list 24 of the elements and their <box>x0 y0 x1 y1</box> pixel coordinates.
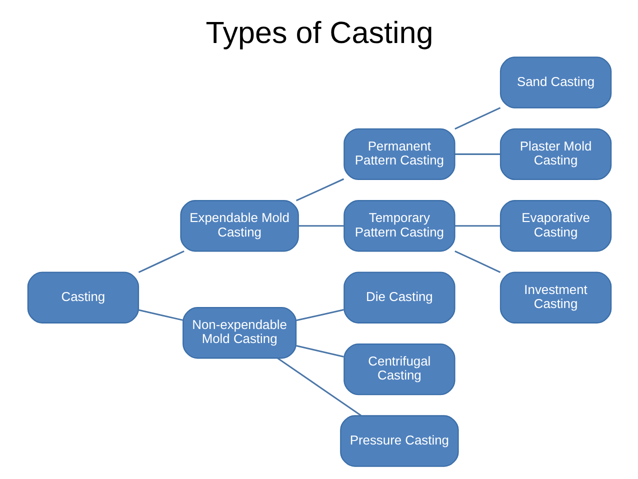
node-box: Non-expendable Mold Casting <box>182 306 296 358</box>
connector <box>138 308 183 320</box>
node-box: Pressure Casting <box>340 414 458 466</box>
node-box: Investment Casting <box>499 271 612 323</box>
node-box: Die Casting <box>343 271 455 323</box>
node-box: Temporary Pattern Casting <box>343 200 455 252</box>
connector <box>454 224 500 226</box>
node-box: Sand Casting <box>499 56 612 108</box>
diagram-title: Types of Casting <box>205 15 433 50</box>
connector <box>454 250 500 272</box>
node-box: Casting <box>26 271 139 323</box>
connector <box>298 224 344 226</box>
node-box: Centrifugal Casting <box>343 342 455 395</box>
connector <box>138 250 184 272</box>
connector <box>295 178 344 201</box>
node-box: Permanent Pattern Casting <box>343 128 455 180</box>
node-box: Plaster Mold Casting <box>499 128 612 180</box>
node-box: Expendable Mold Casting <box>180 200 298 252</box>
connector <box>454 152 500 154</box>
node-box: Evaporative Casting <box>499 200 612 252</box>
connector <box>296 344 344 357</box>
connector <box>454 106 500 130</box>
connector <box>296 308 344 321</box>
connector <box>276 357 361 416</box>
